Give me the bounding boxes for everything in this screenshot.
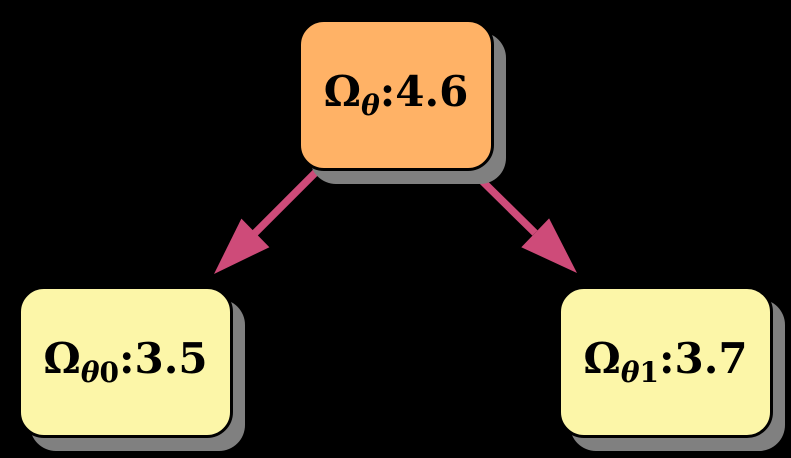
node-omega-theta: Ωθ:4.6 [298,19,494,171]
omega-symbol: Ω [43,333,81,383]
subscript-index: 0 [99,355,119,389]
subscript-index: 1 [639,355,659,389]
edge-right-line [470,169,538,236]
omega-symbol: Ω [323,66,362,116]
theta-subscript: θ [361,88,380,122]
subscript: θ [361,89,380,122]
node-omega-theta-0: Ωθ0:3.5 [18,286,233,438]
edge-right [470,169,577,273]
edge-left-line [252,169,319,236]
omega-symbol: Ω [583,333,621,383]
theta-subscript: θ [620,355,640,389]
node-value: :4.6 [379,66,469,116]
node-omega-theta-label: Ωθ:4.6 [324,70,469,122]
arrowhead-right-icon [521,218,577,273]
edge-left [214,169,319,274]
node-omega-theta-1-label: Ωθ1:3.7 [583,337,747,389]
node-value: :3.5 [118,333,208,383]
arrowhead-left-icon [214,218,270,274]
node-omega-theta-1: Ωθ1:3.7 [558,286,773,438]
subscript: θ1 [621,356,659,389]
subscript: θ0 [81,356,119,389]
theta-subscript: θ [80,355,100,389]
node-value: :3.7 [658,333,748,383]
node-omega-theta-0-label: Ωθ0:3.5 [43,337,207,389]
